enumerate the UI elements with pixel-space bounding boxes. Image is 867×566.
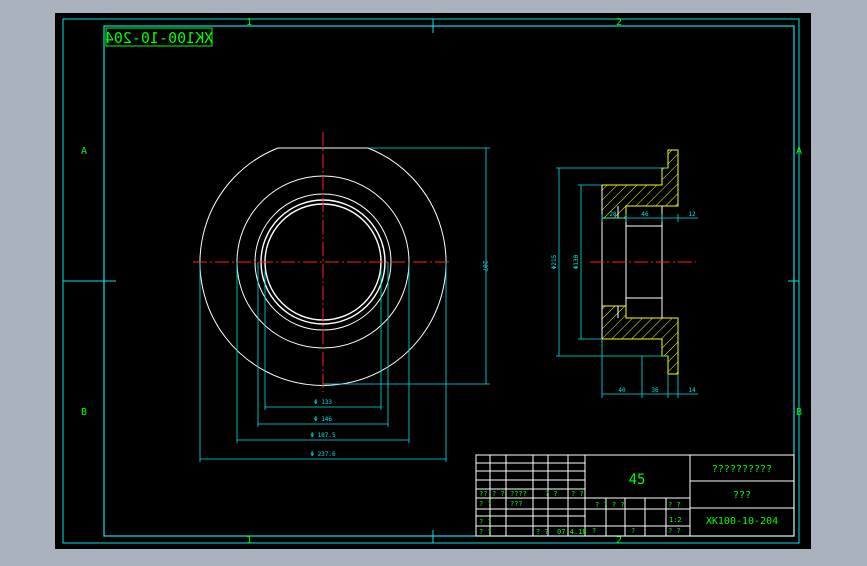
drawing-sheet: [55, 13, 811, 549]
svg-text:XK100-10-204: XK100-10-204: [105, 29, 213, 47]
title-scale: 1:2: [669, 516, 682, 524]
front-extension-lines: [199, 147, 490, 462]
title-row-q7: ???: [510, 500, 523, 508]
title-mark-small-2: ? ?: [668, 527, 681, 535]
dim-d187: Φ 187.5: [310, 432, 336, 439]
dim-top-12: 12: [688, 211, 696, 218]
dim-bottom-40: 40: [618, 387, 626, 394]
title-row-q8: ? ?: [479, 528, 492, 536]
mirrored-code-stamp: XK100-10-204: [105, 27, 213, 47]
section-dimension-lines: [556, 167, 698, 398]
title-block-grid: [475, 454, 795, 537]
title-material: 45: [629, 472, 646, 488]
dim-outer-d215: Φ215: [551, 254, 558, 269]
dim-d133: Φ 133: [314, 399, 332, 406]
title-part-name: ???: [733, 490, 751, 501]
title-row-q5: ? ?: [571, 490, 584, 498]
zone-label-top-2: 2: [616, 17, 622, 28]
title-row-qq: ??: [479, 490, 487, 498]
flange-outline: [199, 147, 447, 386]
front-center-lines: [193, 132, 450, 392]
zone-ticks: [63, 19, 799, 543]
zone-label-left-b: B: [81, 407, 87, 418]
title-row-q6: ? ?: [479, 518, 492, 526]
title-row-q3: ????: [510, 490, 527, 498]
dim-d146: Φ 146: [314, 416, 332, 423]
title-block[interactable]: 45 ?????????? ??? XK100-10-204 ? ? ? ? ?…: [475, 454, 795, 537]
title-mark-q1: ?: [592, 527, 596, 535]
dim-top-28: 28: [609, 211, 617, 218]
dim-top-46: 46: [641, 211, 649, 218]
title-row-q4: ? ?: [545, 490, 558, 498]
title-date: 07.4.18: [557, 528, 587, 536]
zone-label-right-a: A: [796, 146, 802, 157]
title-company: ??????????: [712, 464, 772, 475]
dim-bottom-36: 36: [651, 387, 659, 394]
title-row-q1: ? ?: [492, 490, 505, 498]
zone-label-top-1: 1: [246, 17, 252, 28]
section-view[interactable]: Φ215 Φ130 28 46 12 40 36 14: [551, 149, 698, 398]
title-mark-q2: ?: [631, 527, 635, 535]
zone-label-left-a: A: [81, 146, 87, 157]
title-row-q9: ? ?: [536, 528, 549, 536]
front-dimension-lines: [200, 148, 487, 460]
front-view[interactable]: Φ 133 Φ 146 Φ 187.5 Φ 237.6 207: [193, 132, 490, 462]
dim-bottom-14: 14: [688, 387, 696, 394]
zone-label-bottom-2: 2: [616, 535, 622, 546]
title-mark-small: ? ?: [668, 501, 681, 509]
title-drawing-no: XK100-10-204: [706, 516, 778, 527]
title-row-q2: ? ?: [479, 500, 492, 508]
zone-label-bottom-1: 1: [246, 535, 252, 546]
title-mark-grid: ? ? ? ?: [595, 501, 625, 509]
dim-height-207: 207: [481, 261, 488, 272]
dim-inner-d130: Φ130: [573, 254, 580, 269]
zone-label-right-b: B: [796, 407, 802, 418]
dim-d237: Φ 237.6: [310, 451, 336, 458]
